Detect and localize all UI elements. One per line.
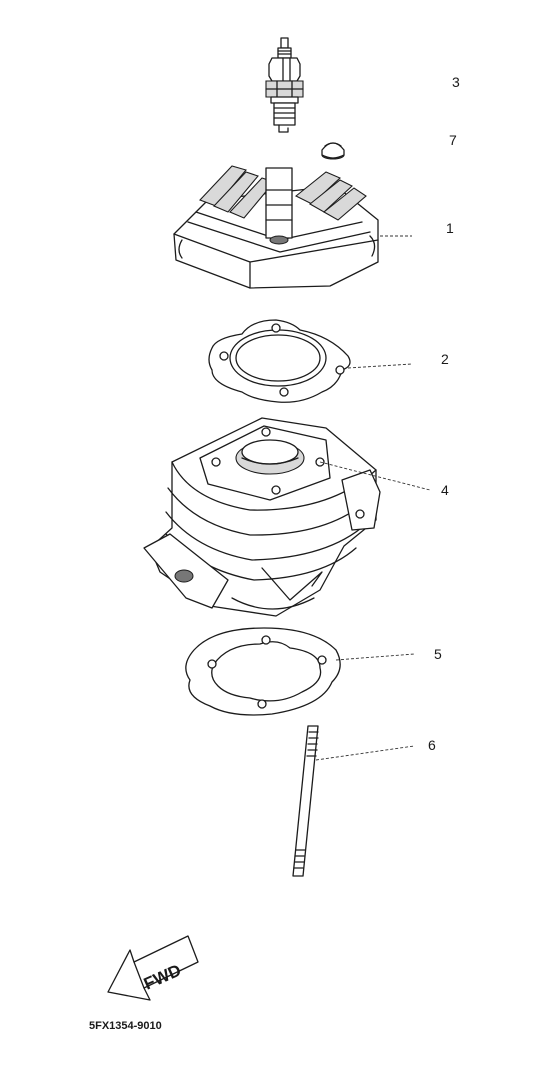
fwd-arrow: FWD bbox=[107, 935, 199, 1001]
cap-drawing bbox=[321, 142, 345, 160]
cylinder-drawing bbox=[143, 417, 381, 617]
callout-6: 6 bbox=[428, 737, 436, 753]
callout-4: 4 bbox=[441, 482, 449, 498]
callout-3: 3 bbox=[452, 74, 460, 90]
leader-lines bbox=[315, 235, 431, 761]
callout-1: 1 bbox=[446, 220, 454, 236]
base-gasket-drawing bbox=[185, 627, 341, 716]
callout-5: 5 bbox=[434, 646, 442, 662]
callout-7: 7 bbox=[449, 132, 457, 148]
stud-bolt-drawing bbox=[292, 725, 319, 877]
diagram-code: 5FX1354-9010 bbox=[89, 1020, 162, 1032]
spark-plug-drawing bbox=[265, 37, 304, 133]
cylinder-head-drawing bbox=[173, 165, 379, 289]
callout-2: 2 bbox=[441, 351, 449, 367]
head-gasket-drawing bbox=[208, 319, 351, 403]
